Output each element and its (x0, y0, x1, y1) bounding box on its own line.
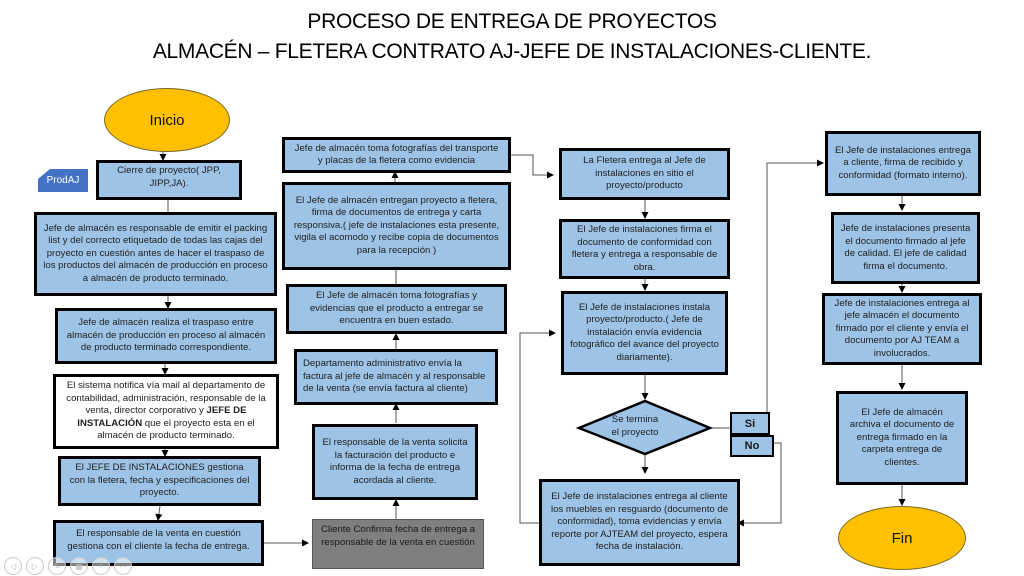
step-fotos-producto: El Jefe de almacén toma fotografías y ev… (286, 284, 507, 334)
next-icon[interactable]: ▷ (26, 557, 44, 575)
title-line-1: PROCESO DE ENTREGA DE PROYECTOS (307, 10, 717, 33)
decision-text: Se termina el proyecto (590, 413, 680, 439)
step-notificacion: El sistema notifica vía mail al departam… (53, 374, 279, 449)
step-gestion-fecha: El responsable de la venta en cuestión g… (53, 520, 264, 566)
decision-line-1: Se termina (611, 414, 659, 425)
step-gestion-fletera: El JEFE DE INSTALACIONES gestiona con la… (58, 456, 261, 506)
step-fletera-entrega: La Fletera entrega al Jefe de instalacio… (559, 148, 730, 200)
step-instala: El Jefe de instalaciones instala proyect… (561, 291, 728, 375)
step-entrega-fletera: El Jefe de almacén entregan proyecto a f… (282, 182, 511, 270)
title-line-2: ALMACÉN – FLETERA CONTRATO AJ-JEFE DE IN… (152, 40, 872, 63)
arrow-yes-to-c4-1 (766, 159, 824, 412)
slides-icon[interactable]: ▦ (70, 557, 88, 575)
arrow-no-to-c3-4 (737, 442, 782, 527)
step-fotos-transporte: Jefe de almacén toma fotografías del tra… (282, 137, 511, 173)
arrow-c1-5-to-c1-6 (155, 505, 163, 521)
decision-yes-label: Si (730, 412, 770, 435)
step-entrega-resguardo: El Jefe de instalaciones entrega al clie… (539, 479, 740, 566)
step-entrega-cliente: El Jefe de instalaciones entrega a clien… (825, 131, 981, 196)
step-firma-conformidad: El Jefe de instalaciones firma el docume… (559, 219, 730, 279)
more-icon[interactable]: ⋯ (114, 557, 132, 575)
step-cierre-proyecto: Cierre de proyecto( JPP, JIPP,JA). (96, 160, 242, 200)
step-jefe-calidad: Jefe de instalaciones presenta el docume… (831, 212, 980, 284)
start-terminal: Inicio (104, 88, 230, 152)
previous-icon[interactable]: ◁ (4, 557, 22, 575)
step-traspaso: Jefe de almacén realiza el traspaso entr… (55, 308, 277, 364)
step-cliente-confirma: Cliente Confirma fecha de entrega a resp… (312, 519, 484, 569)
step-entrega-almacen: Jefe de instalaciones entrega al jefe al… (822, 293, 982, 365)
start-label: Inicio (149, 111, 185, 129)
step-archiva: El Jefe de almacén archiva el documento … (836, 391, 968, 485)
step-factura: Departamento administrativo envía la fac… (294, 349, 498, 405)
decision-no-label: No (730, 435, 774, 457)
notificacion-text: El sistema notifica vía mail al departam… (66, 380, 266, 442)
pen-icon[interactable]: ✎ (48, 557, 66, 575)
decision-diamond (575, 399, 714, 456)
end-label: Fin (891, 529, 913, 547)
end-terminal: Fin (838, 506, 966, 570)
step-packing-list: Jefe de almacén es responsable de emitir… (34, 212, 277, 296)
arrow-c3-4-loop-to-c3-3 (519, 329, 556, 524)
arrow-c2-1-to-c3-1 (511, 154, 554, 179)
decision-line-2: el proyecto (611, 427, 659, 438)
prodaj-tag: ProdAJ (38, 169, 88, 192)
step-solicita-facturacion: El responsable de la venta solicita la f… (312, 424, 478, 500)
zoom-icon[interactable]: ⌕ (92, 557, 110, 575)
